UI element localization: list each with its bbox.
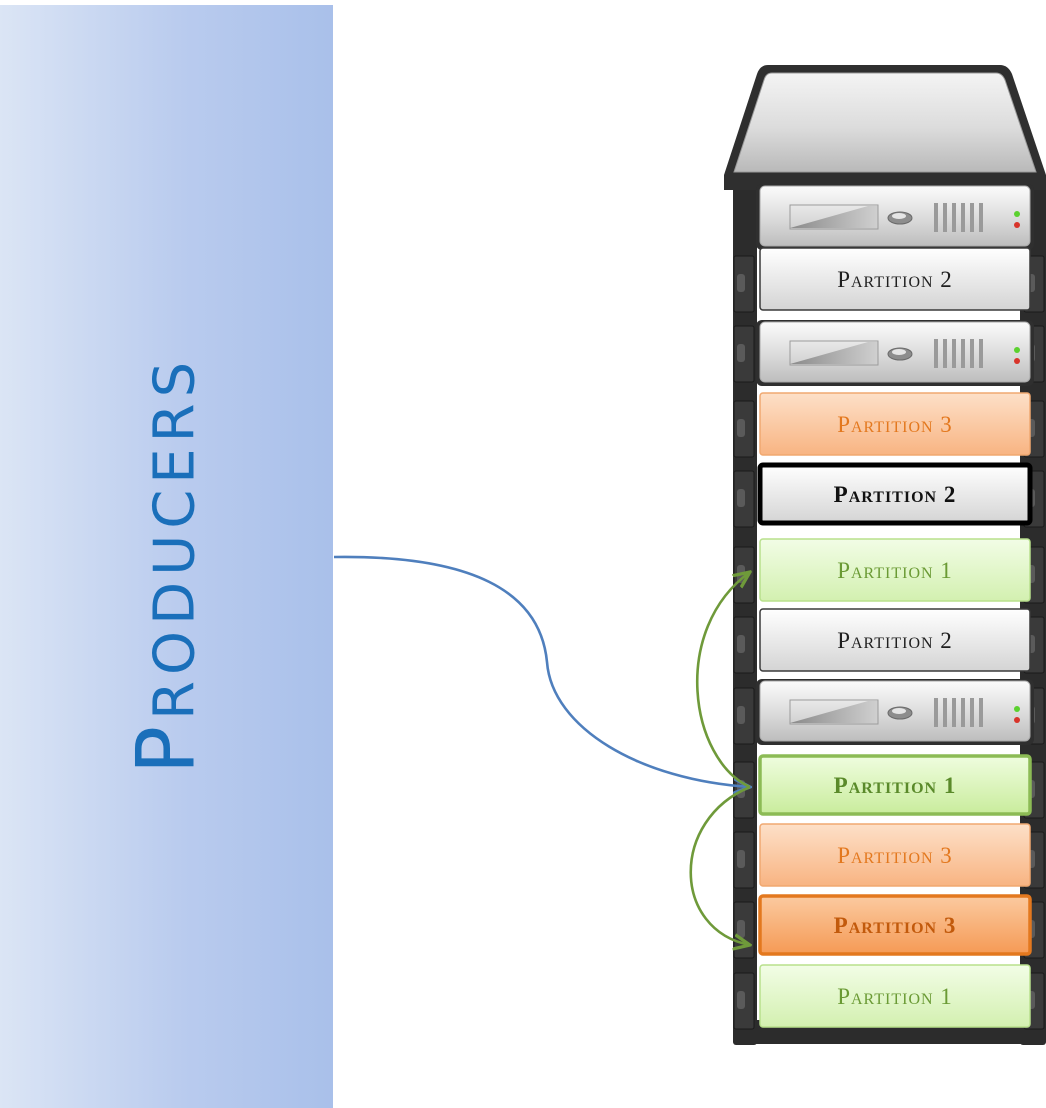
partition-label: Partition 1: [837, 984, 953, 1009]
partition-blocks: Partition 2 Partition 3 Partition 2 Partiti…: [757, 247, 1033, 1028]
rail-bracket-left: [733, 400, 755, 458]
producer-write-arrow: [333, 555, 750, 787]
replication-arrow-up: [696, 572, 750, 789]
rail-bracket-left: [733, 972, 755, 1030]
rail-bracket-left: [733, 687, 755, 745]
partition-block-orange: Partition 3: [759, 392, 1031, 456]
partition-label: Partition 2: [834, 482, 957, 507]
partition-label: Partition 3: [837, 843, 953, 868]
rail-bracket-left: [733, 470, 755, 528]
rail-bracket-left: [733, 255, 755, 313]
partition-label: Partition 2: [837, 628, 953, 653]
partition-block-orange-leader: Partition 3: [758, 894, 1032, 956]
server-units: [756, 184, 1034, 745]
partition-block-gray: Partition 2: [759, 608, 1031, 672]
server-unit: [756, 320, 1034, 386]
partition-block-green: Partition 1: [759, 538, 1031, 602]
server-top-cover: [724, 65, 1046, 190]
partition-block-green: Partition 1: [759, 964, 1031, 1028]
server-unit: [756, 679, 1034, 745]
rail-bracket-left: [733, 325, 755, 383]
partition-block-gray: Partition 2: [759, 247, 1031, 311]
rail-bracket-left: [733, 901, 755, 959]
partition-label: Partition 2: [837, 267, 953, 292]
partition-label: Partition 1: [837, 558, 953, 583]
replication-arrow-down: [689, 785, 750, 945]
rail-bracket-left: [733, 831, 755, 889]
rail-bracket-left: [733, 616, 755, 674]
server-unit: [756, 184, 1034, 250]
partition-block-green-leader: Partition 1: [758, 754, 1032, 816]
partition-label: Partition 1: [834, 773, 957, 798]
partition-label: Partition 3: [837, 412, 953, 437]
partition-block-gray-leader: Partition 2: [757, 462, 1033, 526]
partition-block-orange: Partition 3: [759, 823, 1031, 887]
producers-panel: Producers: [0, 5, 333, 1108]
partition-label: Partition 3: [834, 913, 957, 938]
